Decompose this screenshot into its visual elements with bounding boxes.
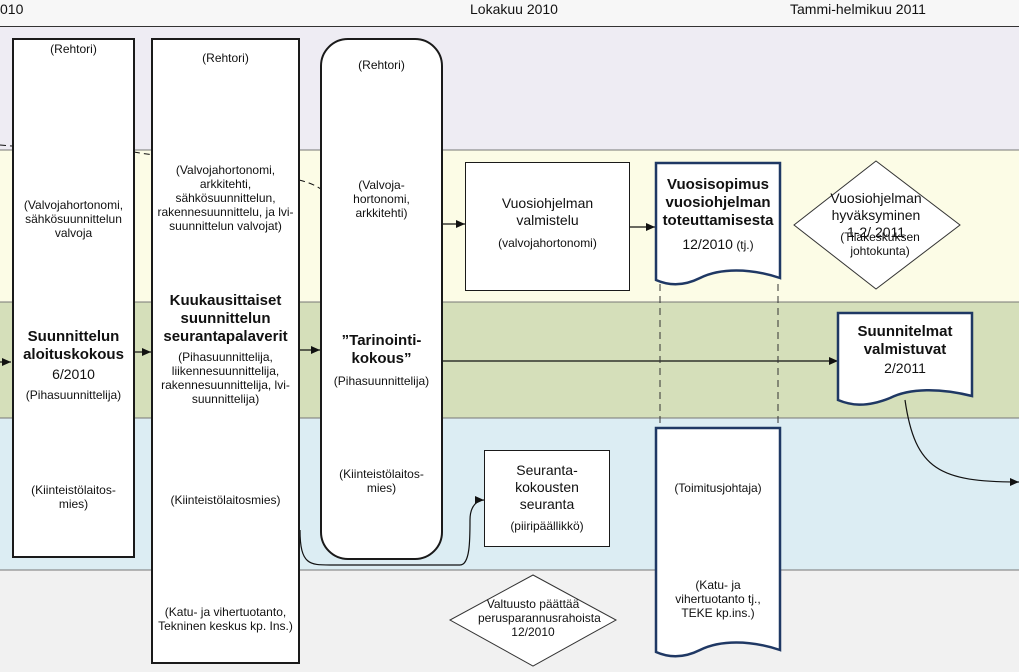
- col2-role-bottom: (Kiinteistölaitosmies): [170, 493, 281, 507]
- hyvaksyminen-title: Vuosiohjelman hyväksyminen 1-2/ 2011: [830, 190, 922, 240]
- sopimus-date: 12/2010: [682, 236, 733, 252]
- valtuusto-title: Valtuusto päättää perusparannusrahoista …: [478, 597, 601, 639]
- col3-role-main: (Pihasuunnittelija): [333, 374, 430, 388]
- column-tarinointikokous: [320, 38, 443, 560]
- col2-role-valvoja: (Valvojahortonomi, arkkitehti, sähkösuun…: [157, 163, 294, 233]
- col1-role-bottom: (Kiinteistölaitos-mies): [31, 483, 116, 511]
- col2-role-extra: (Katu- ja vihertuotanto, Tekninen keskus…: [158, 605, 293, 633]
- vuosiohjelma-role: (valvojahortonomi): [498, 236, 597, 250]
- col3-role-top: (Rehtori): [358, 58, 405, 72]
- sopimus-date-line: 12/2010 (tj.): [656, 236, 780, 253]
- col2-role-top: (Rehtori): [202, 51, 249, 65]
- hyvaksyminen-role: (Tilakeskuksen johtokunta): [840, 230, 920, 258]
- toimitus-role-bottom: (Katu- ja vihertuotanto tj., TEKE kp.ins…: [675, 578, 761, 620]
- suunnitelmat-title: Suunnitelmat valmistuvat: [857, 323, 953, 358]
- col1-role-main: (Pihasuunnittelija): [25, 388, 122, 402]
- seuranta-box: [484, 450, 610, 547]
- seuranta-title: Seuranta-kokousten seuranta: [515, 462, 579, 512]
- col1-date: 6/2010: [52, 366, 95, 382]
- vuosiohjelma-box: [465, 162, 630, 291]
- header-right: Tammi-helmikuu 2011: [790, 1, 926, 17]
- col1-title: Suunnittelun aloituskokous: [23, 328, 124, 363]
- col3-title: ”Tarinointi-kokous”: [341, 332, 422, 367]
- header-left: 010: [0, 1, 24, 17]
- sopimus-title: Vuosisopimus vuosiohjelman toteuttamises…: [662, 176, 774, 229]
- col1-role-top: (Rehtori): [50, 42, 97, 56]
- suunnitelmat-date: 2/2011: [884, 360, 926, 376]
- seuranta-role: (piiripäällikkö): [510, 519, 584, 533]
- col2-role-main: (Pihasuunnittelija, liikennesuunnittelij…: [161, 350, 290, 406]
- column-aloituskokous: [12, 38, 135, 558]
- timeline-header: [0, 0, 1019, 27]
- vuosiohjelma-title: Vuosiohjelman valmistelu: [501, 195, 594, 228]
- toimitus-role-top: (Toimitusjohtaja): [674, 481, 762, 495]
- col1-role-valvoja: (Valvojahortonomi, sähkösuunnittelun val…: [23, 198, 124, 240]
- header-center: Lokakuu 2010: [470, 1, 558, 17]
- col3-role-bottom: (Kiinteistölaitos-mies): [339, 467, 424, 495]
- column-seurantapalaverit: [151, 38, 300, 664]
- col3-role-valvoja: (Valvoja-hortonomi, arkkitehti): [353, 178, 410, 220]
- sopimus-role: (tj.): [736, 238, 754, 252]
- col2-title: Kuukausittaiset suunnittelun seurantapal…: [163, 292, 288, 345]
